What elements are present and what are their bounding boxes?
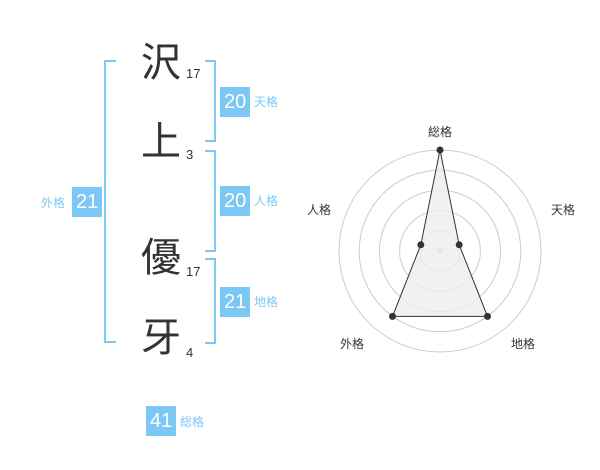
radar-axis-label-jinkaku: 人格 [307,203,332,217]
name-char-3: 優 [141,235,181,281]
radar-point-2 [455,241,463,249]
radar-series-polygon [391,149,489,317]
jinkaku-label: 人格 [254,194,279,208]
chikaku-bracket [205,258,216,344]
stroke-count-2: 3 [186,147,194,162]
soukaku-value: 41 [146,406,177,436]
tenkaku-bracket [205,60,216,142]
jinkaku-bracket [205,150,216,252]
tenkaku-label: 天格 [254,95,279,109]
name-char-2: 上 [141,119,181,165]
radar-point-1 [436,146,444,154]
radar-point-4 [389,312,396,320]
tenkaku-value: 20 [220,87,251,117]
stroke-count-3: 17 [186,264,201,279]
chikaku-label: 地格 [254,295,279,309]
chikaku-value: 21 [220,287,251,317]
jinkaku-value: 20 [220,186,251,216]
radar-axis-label-tenkaku: 天格 [551,203,576,217]
radar-point-3 [484,312,491,320]
gaikaku-value: 21 [72,187,103,217]
gaikaku-label: 外格 [41,196,66,210]
radar-axis-label-chikaku: 地格 [511,337,536,351]
radar-axis-label-soukaku: 総格 [428,125,453,139]
gaikaku-bracket [104,60,116,343]
stroke-count-4: 4 [186,345,194,360]
radar-axis-label-gaikaku: 外格 [340,337,365,351]
radar-point-5 [417,241,425,249]
name-char-1: 沢 [141,40,181,86]
name-char-4: 牙 [141,315,181,361]
stroke-count-1: 17 [186,66,201,81]
soukaku-label: 総格 [180,415,205,429]
